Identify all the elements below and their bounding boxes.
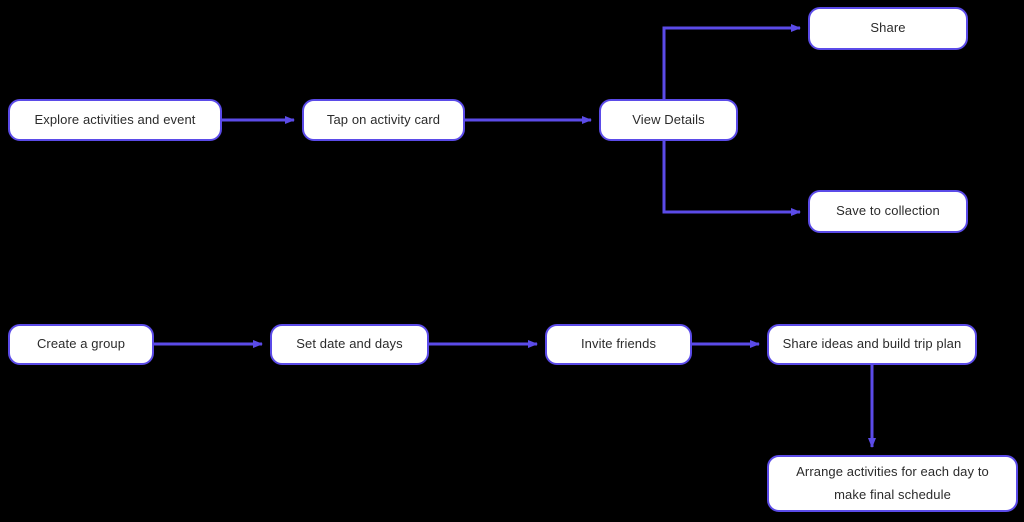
node-group[interactable]: Create a group — [8, 324, 154, 365]
node-label-save: Save to collection — [836, 203, 940, 219]
node-label-group: Create a group — [36, 336, 126, 352]
node-label-dates: Set date and days — [296, 336, 403, 352]
node-tap[interactable]: Tap on activity card — [302, 99, 465, 141]
node-ideas[interactable]: Share ideas and build trip plan — [767, 324, 977, 365]
node-share[interactable]: Share — [808, 7, 968, 50]
node-explore[interactable]: Explore activities and event — [8, 99, 222, 141]
node-save[interactable]: Save to collection — [808, 190, 968, 233]
node-invite[interactable]: Invite friends — [545, 324, 692, 365]
node-label-arrange: Arrange activities for each day to make … — [796, 463, 989, 502]
node-label-details: View Details — [632, 111, 705, 127]
node-label-share: Share — [870, 20, 906, 36]
node-label-explore: Explore activities and event — [34, 111, 196, 127]
node-arrange[interactable]: Arrange activities for each day to make … — [767, 455, 1018, 512]
node-label-ideas: Share ideas and build trip plan — [782, 336, 962, 352]
node-label-tap: Tap on activity card — [326, 111, 441, 127]
node-details[interactable]: View Details — [599, 99, 738, 141]
node-dates[interactable]: Set date and days — [270, 324, 429, 365]
node-label-invite: Invite friends — [580, 336, 657, 352]
